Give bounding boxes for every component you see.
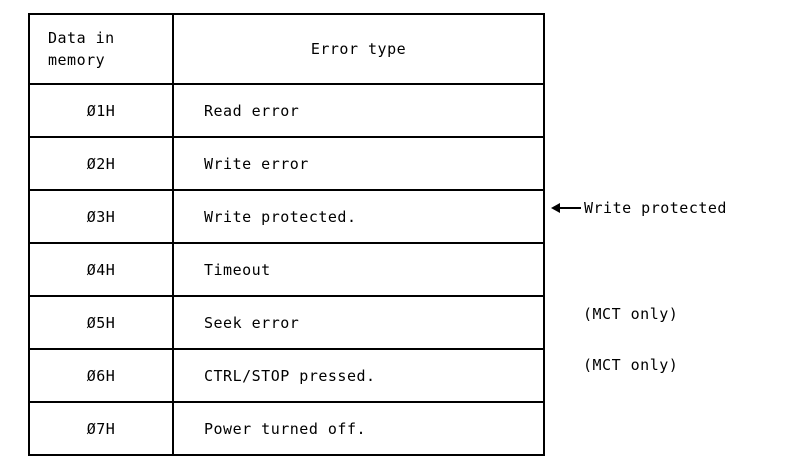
cell-memory-code: Ø5H (28, 295, 174, 350)
cell-memory-code: Ø1H (28, 83, 174, 138)
table-row: Ø2H Write error (28, 136, 545, 191)
cell-error-type: Timeout (172, 242, 545, 297)
cell-error-type: Write protected. (172, 189, 545, 244)
cell-error-type: CTRL/STOP pressed. (172, 348, 545, 403)
cell-error-type: Read error (172, 83, 545, 138)
cell-error-type: Power turned off. (172, 401, 545, 456)
column-header-line-1: Data in (48, 28, 115, 47)
cell-memory-code: Ø4H (28, 242, 174, 297)
table-row: Ø3H Write protected. (28, 189, 545, 244)
table-row: Ø6H CTRL/STOP pressed. (28, 348, 545, 403)
table-row: Ø1H Read error (28, 83, 545, 138)
annotation-write-protected: Write protected (551, 199, 727, 217)
annotation-write-protected-label: Write protected (584, 199, 727, 217)
cell-memory-code: Ø6H (28, 348, 174, 403)
annotation-mct-only-ctrl-stop: (MCT only) (583, 356, 679, 374)
table-header-row: Data in memory Error type (28, 13, 545, 85)
column-header-error-type: Error type (172, 13, 545, 85)
cell-error-type: Seek error (172, 295, 545, 350)
table-row: Ø5H Seek error (28, 295, 545, 350)
cell-error-type: Write error (172, 136, 545, 191)
cell-memory-code: Ø7H (28, 401, 174, 456)
table-row: Ø4H Timeout (28, 242, 545, 297)
cell-memory-code: Ø2H (28, 136, 174, 191)
annotation-mct-only-seek-error: (MCT only) (583, 305, 679, 323)
cell-memory-code: Ø3H (28, 189, 174, 244)
table-row: Ø7H Power turned off. (28, 401, 545, 456)
column-header-data-in-memory: Data in memory (28, 13, 174, 85)
error-code-table: Data in memory Error type Ø1H Read error… (28, 13, 545, 456)
column-header-line-2: memory (48, 51, 106, 69)
arrow-left-icon (551, 202, 581, 214)
